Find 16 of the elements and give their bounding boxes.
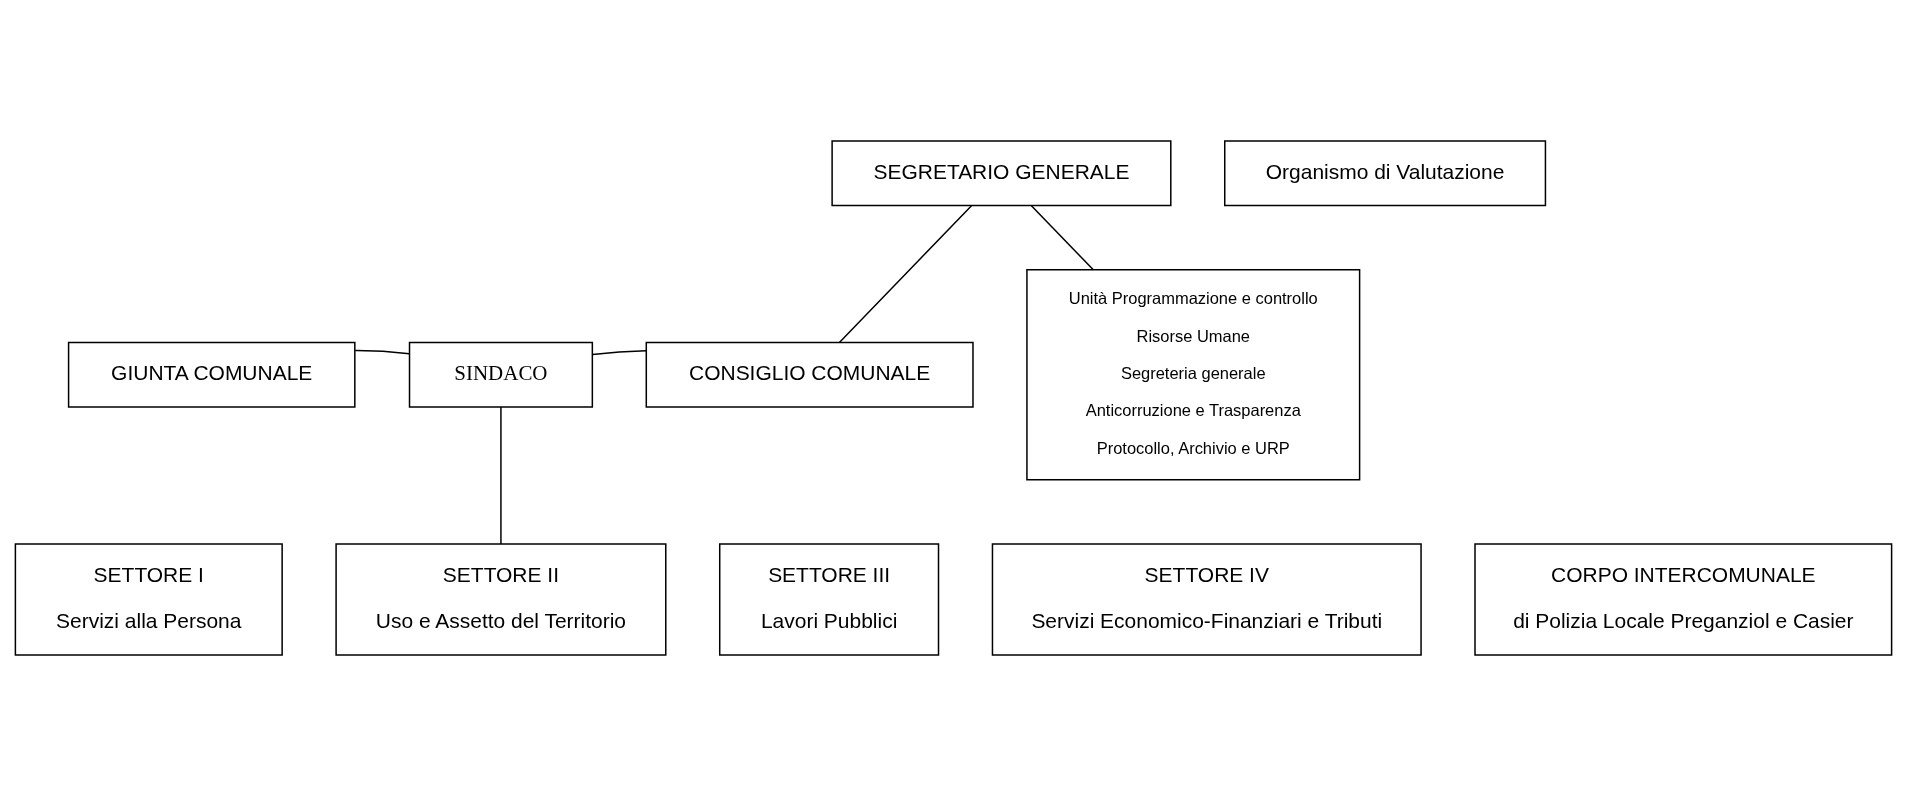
node-box: CONSIGLIO COMUNALE [645, 341, 974, 408]
node-box: CORPO INTERCOMUNALE di Polizia Locale Preganziol e Casier [1474, 542, 1893, 656]
node-box: SETTORE III Lavori Pubblici [718, 542, 940, 656]
node-box: SEGRETARIO GENERALE [831, 139, 1172, 206]
node-box: Organismo di Valutazione [1224, 139, 1547, 206]
connector [591, 349, 647, 355]
connector [354, 349, 411, 355]
connector [500, 405, 502, 545]
node-box: Unità Programmazione e controllo Risorse Umane Segreteria generale Anticorruzione e Trasparenza Protocollo, Archivio e URP [1026, 268, 1361, 480]
node-box: SETTORE II Uso e Assetto del Territorio [335, 542, 667, 656]
node-box: SETTORE IV Servizi Economico-Finanziari e Tributi [991, 542, 1422, 656]
connector [838, 204, 973, 343]
node-box: SINDACO [408, 341, 594, 408]
node-box: GIUNTA COMUNALE [67, 341, 356, 408]
node-box: SETTORE I Servizi alla Persona [14, 542, 283, 656]
connector [1030, 204, 1095, 271]
